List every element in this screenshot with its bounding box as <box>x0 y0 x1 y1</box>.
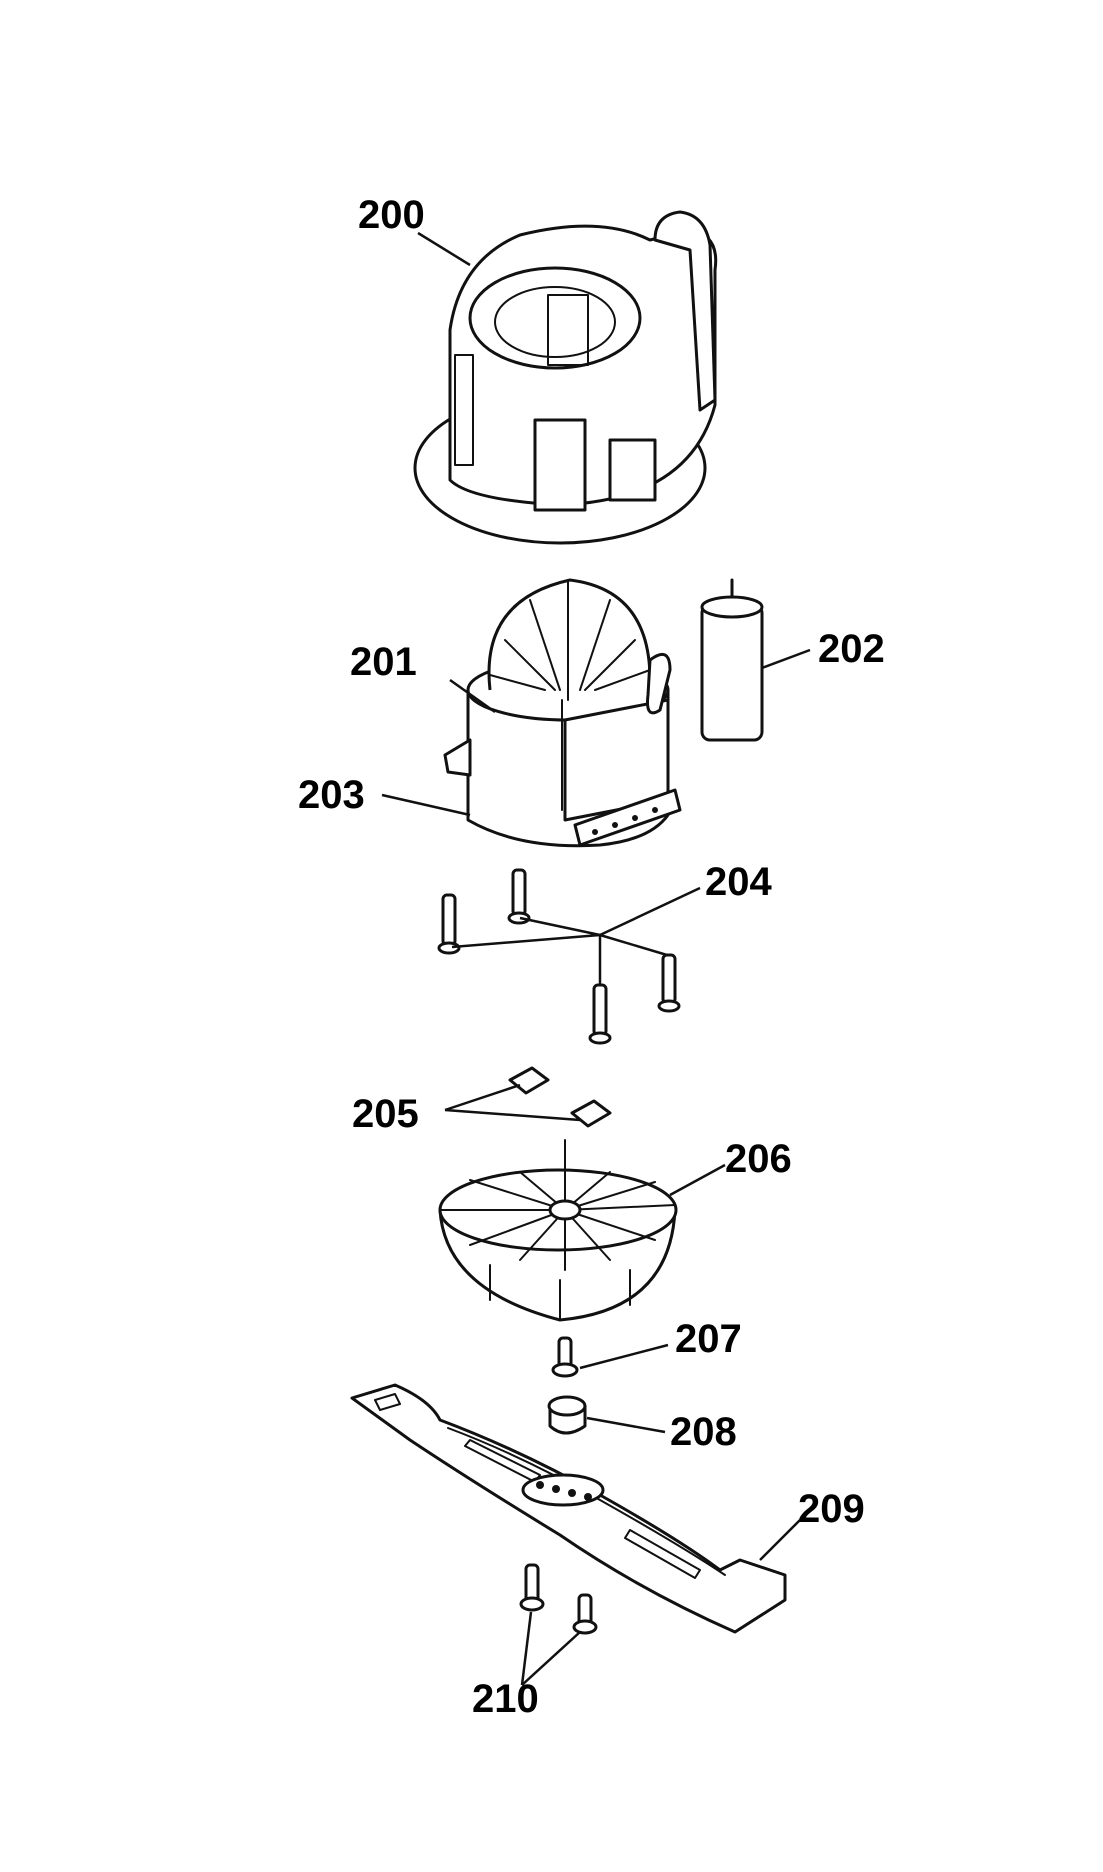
leader-210 <box>520 1611 581 1686</box>
label-203: 203 <box>298 773 365 817</box>
part-204-screws <box>437 868 681 1045</box>
label-204: 204 <box>705 860 772 904</box>
leader-204 <box>451 886 701 985</box>
leader-209 <box>759 1519 801 1561</box>
part-210-bolts <box>519 1563 598 1635</box>
leader-202 <box>761 648 811 670</box>
leader-207 <box>579 1343 669 1370</box>
leader-203 <box>381 793 471 817</box>
label-208: 208 <box>670 1410 737 1454</box>
label-201: 201 <box>350 640 417 684</box>
leader-201 <box>449 678 496 714</box>
leader-208 <box>586 1416 666 1434</box>
part-200-motor-housing <box>413 210 718 545</box>
part-205-pads <box>508 1066 612 1128</box>
label-200: 200 <box>358 193 425 237</box>
leader-205 <box>444 1083 581 1122</box>
leader-206 <box>669 1163 726 1197</box>
part-202-capacitor <box>700 578 764 742</box>
part-209-blade <box>350 1383 787 1634</box>
leader-200 <box>417 231 471 267</box>
label-205: 205 <box>352 1092 419 1136</box>
label-202: 202 <box>818 627 885 671</box>
label-206: 206 <box>725 1137 792 1181</box>
part-207-screw <box>551 1336 579 1378</box>
label-207: 207 <box>675 1317 742 1361</box>
part-208-washer <box>547 1395 587 1435</box>
part-206-fan <box>438 1139 678 1322</box>
label-209: 209 <box>798 1487 865 1531</box>
part-201-motor <box>443 578 682 848</box>
label-210: 210 <box>472 1677 539 1721</box>
